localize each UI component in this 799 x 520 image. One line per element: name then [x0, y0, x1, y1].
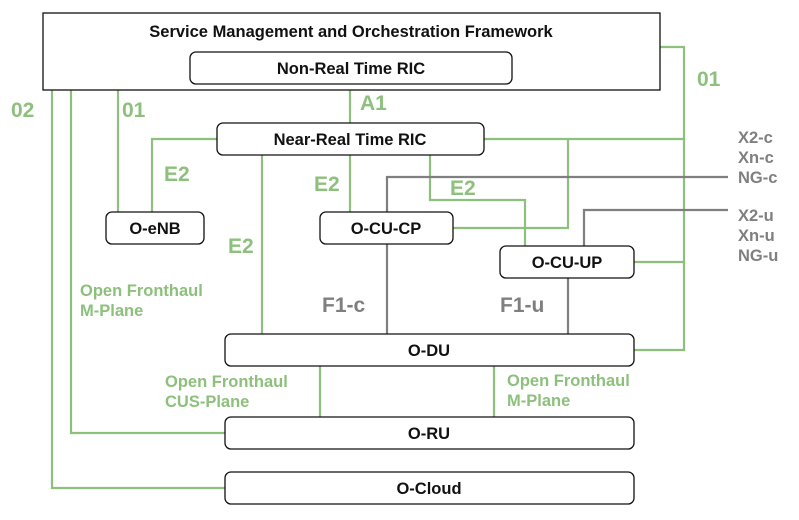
- ng-c-label: NG-c: [738, 169, 777, 187]
- ng-u-link: [582, 208, 728, 246]
- o1-right-label: 01: [697, 68, 721, 91]
- o-du-node: O-DU: [224, 333, 635, 367]
- x2-c-label: X2-c: [738, 129, 773, 147]
- near-rt-ric-label: Near-Real Time RIC: [274, 131, 427, 149]
- o-cloud-node: O-Cloud: [224, 471, 635, 505]
- o-cu-up-label: O-CU-UP: [532, 254, 603, 272]
- xn-c-label: Xn-c: [738, 149, 774, 167]
- f1-u-label: F1-u: [500, 294, 544, 317]
- e2-enb-label: E2: [164, 163, 190, 186]
- green-connectors: [50, 45, 686, 490]
- o-enb-node: O-eNB: [105, 211, 205, 245]
- e2-cucp-label: E2: [314, 173, 340, 196]
- fh-mplane-left-label-2: M-Plane: [80, 302, 143, 320]
- ng-u-label: NG-u: [738, 247, 778, 265]
- a1-label: A1: [360, 92, 387, 115]
- e2-cuup-label: E2: [450, 177, 476, 200]
- non-rt-ric-node: Non-Real Time RIC: [189, 51, 513, 85]
- o1-left-label: 01: [122, 99, 146, 122]
- smo-label: Service Management and Orchestration Fra…: [149, 23, 553, 41]
- fronthaul-mplane-left-link: [69, 90, 225, 435]
- non-rt-ric-label: Non-Real Time RIC: [277, 60, 425, 78]
- o-enb-label: O-eNB: [129, 220, 180, 238]
- o-ru-label: O-RU: [408, 425, 450, 443]
- near-rt-ric-node: Near-Real Time RIC: [216, 122, 485, 156]
- fh-mplane-right-label-1: Open Fronthaul: [507, 372, 630, 390]
- o-ru-node: O-RU: [224, 416, 635, 450]
- fh-mplane-left-label-1: Open Fronthaul: [80, 282, 203, 300]
- xn-u-label: Xn-u: [738, 227, 775, 245]
- o-cu-cp-label: O-CU-CP: [351, 220, 422, 238]
- e2-du-label: E2: [228, 235, 254, 258]
- x2-u-label: X2-u: [738, 207, 774, 225]
- gray-connectors: [385, 175, 728, 334]
- o-cloud-label: O-Cloud: [396, 480, 461, 498]
- o1-right-bus: [634, 45, 686, 352]
- fh-cus-label-2: CUS-Plane: [165, 393, 249, 411]
- o-cu-up-node: O-CU-UP: [499, 245, 635, 279]
- o-cu-cp-side-link: [453, 139, 570, 230]
- f1-c-label: F1-c: [322, 294, 366, 317]
- o2-link: [50, 90, 225, 490]
- ng-c-link: [385, 175, 728, 212]
- o-du-label: O-DU: [408, 342, 450, 360]
- e2-enb-link: [150, 137, 217, 212]
- o-cu-cp-node: O-CU-CP: [319, 211, 454, 245]
- o2-label: 02: [11, 99, 34, 122]
- fh-cus-label-1: Open Fronthaul: [165, 373, 288, 391]
- fh-mplane-right-label-2: M-Plane: [507, 392, 570, 410]
